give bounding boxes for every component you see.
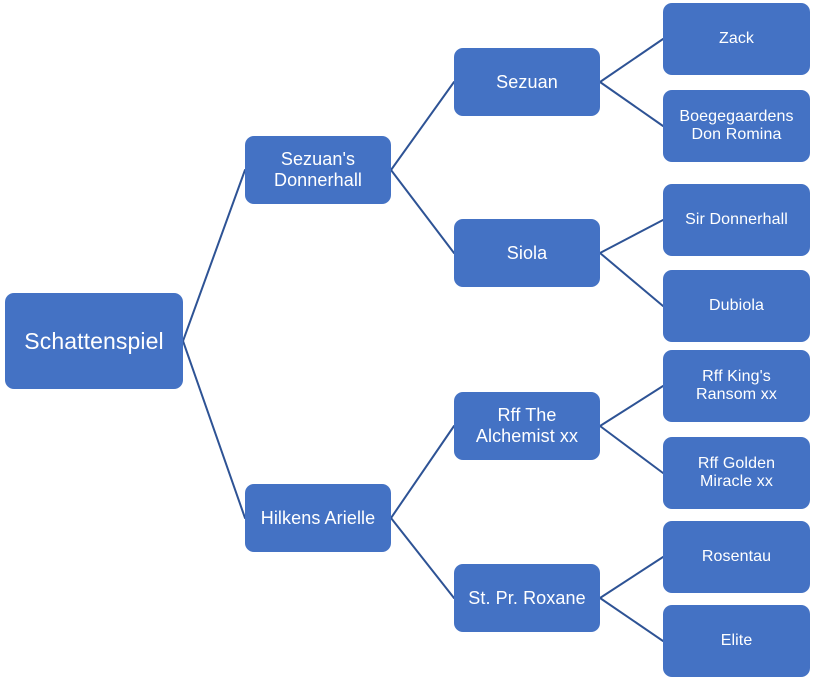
connector-line-g2c-to-g3f	[599, 425, 664, 474]
connector-line-g1b-to-g2d	[390, 517, 455, 599]
node-label: Dubiola	[709, 296, 764, 314]
connector-line-g2d-to-g3g	[599, 556, 664, 599]
connector-line-g1a-to-g2a	[390, 81, 455, 171]
node-g2a[interactable]: Sezuan	[454, 48, 600, 116]
connector-line-g2a-to-g3a	[599, 38, 664, 83]
node-g3e[interactable]: Rff King's Ransom xx	[663, 350, 810, 422]
node-root[interactable]: Schattenspiel	[5, 293, 183, 389]
node-label: Siola	[506, 242, 548, 263]
connector-line-root-to-g1b	[182, 340, 246, 519]
node-label: Rosentau	[701, 547, 772, 565]
node-g1a[interactable]: Sezuan's Donnerhall	[245, 136, 391, 204]
node-label: Zack	[718, 29, 755, 47]
connector-line-g1b-to-g2c	[390, 425, 455, 519]
node-label: Rff Golden Miracle xx	[697, 454, 776, 490]
connector-line-g2b-to-g3d	[599, 252, 664, 307]
node-label: St. Pr. Roxane	[468, 587, 586, 608]
node-g2b[interactable]: Siola	[454, 219, 600, 287]
node-g2c[interactable]: Rff The Alchemist xx	[454, 392, 600, 460]
node-g1b[interactable]: Hilkens Arielle	[245, 484, 391, 552]
node-g3d[interactable]: Dubiola	[663, 270, 810, 342]
connector-line-g1a-to-g2b	[390, 169, 455, 254]
node-g3f[interactable]: Rff Golden Miracle xx	[663, 437, 810, 509]
node-g3a[interactable]: Zack	[663, 3, 810, 75]
connector-line-root-to-g1a	[182, 169, 246, 342]
node-label: Rff King's Ransom xx	[696, 367, 777, 403]
connector-line-g2a-to-g3b	[599, 81, 664, 127]
node-label: Rff The Alchemist xx	[475, 405, 579, 446]
node-label: Boegegaardens Don Romina	[679, 107, 794, 143]
node-g2d[interactable]: St. Pr. Roxane	[454, 564, 600, 632]
node-label: Elite	[720, 631, 753, 649]
node-g3c[interactable]: Sir Donnerhall	[663, 184, 810, 256]
node-label: Sezuan's Donnerhall	[273, 149, 363, 190]
node-g3h[interactable]: Elite	[663, 605, 810, 677]
connector-line-g2d-to-g3h	[599, 597, 664, 642]
node-label: Schattenspiel	[24, 327, 164, 354]
node-label: Sir Donnerhall	[685, 210, 788, 228]
node-g3b[interactable]: Boegegaardens Don Romina	[663, 90, 810, 162]
node-label: Hilkens Arielle	[260, 507, 376, 528]
node-g3g[interactable]: Rosentau	[663, 521, 810, 593]
connector-line-g2b-to-g3c	[599, 219, 664, 254]
connector-line-g2c-to-g3e	[599, 385, 664, 427]
node-label: Sezuan	[496, 71, 558, 92]
